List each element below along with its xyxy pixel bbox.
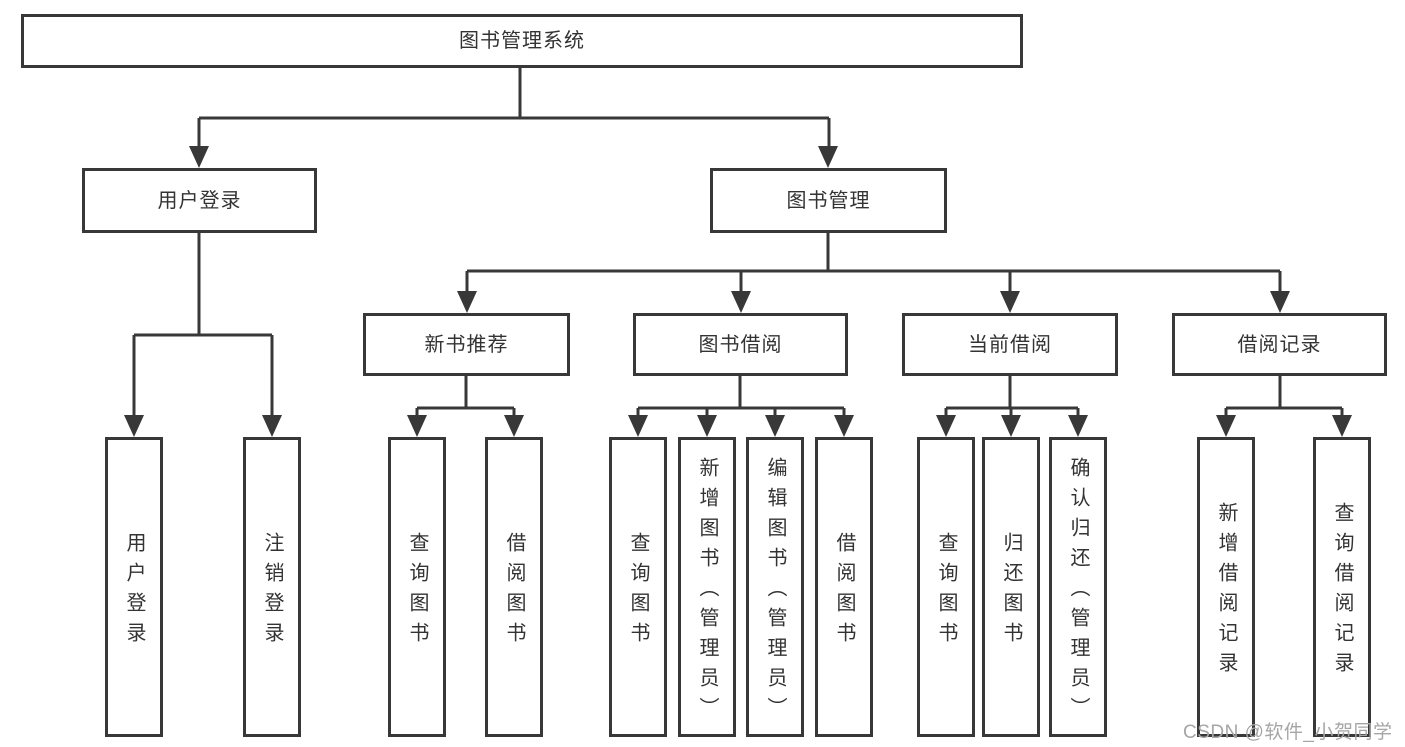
leaf-query-borrow-record-label: 查询借阅记录 — [1331, 502, 1353, 682]
leaf-add-books-admin: 新增图书（管理员） — [678, 437, 736, 737]
leaf-query-books-recommend: 查询图书 — [388, 437, 446, 737]
leaf-query-books-recommend-label: 查询图书 — [406, 532, 428, 652]
leaf-query-books-borrow: 查询图书 — [609, 437, 667, 737]
node-borrow-records: 借阅记录 — [1172, 313, 1387, 376]
leaf-edit-books-admin: 编辑图书（管理员） — [746, 437, 804, 737]
node-new-book-recommend-label: 新书推荐 — [424, 333, 509, 356]
leaf-query-books-current-label: 查询图书 — [935, 532, 957, 652]
node-root-label: 图书管理系统 — [459, 30, 585, 52]
leaf-confirm-return-admin-label: 确认归还（管理员） — [1067, 457, 1089, 727]
leaf-query-borrow-record: 查询借阅记录 — [1313, 437, 1371, 737]
watermark: CSDN @软件_小贺同学 — [1183, 722, 1393, 743]
node-book-management: 图书管理 — [710, 168, 947, 233]
node-book-borrow: 图书借阅 — [633, 313, 848, 376]
node-root: 图书管理系统 — [21, 14, 1023, 68]
leaf-add-books-admin-label: 新增图书（管理员） — [696, 457, 718, 727]
leaf-add-borrow-record: 新增借阅记录 — [1197, 437, 1255, 737]
leaf-query-books-current: 查询图书 — [917, 437, 975, 737]
leaf-query-books-borrow-label: 查询图书 — [627, 532, 649, 652]
leaf-borrow-books-recommend-label: 借阅图书 — [503, 532, 525, 652]
leaf-logout-label: 注销登录 — [261, 532, 283, 652]
leaf-user-login-label: 用户登录 — [123, 532, 145, 652]
leaf-add-borrow-record-label: 新增借阅记录 — [1215, 502, 1237, 682]
leaf-logout: 注销登录 — [243, 437, 301, 737]
leaf-edit-books-admin-label: 编辑图书（管理员） — [764, 457, 786, 727]
leaf-confirm-return-admin: 确认归还（管理员） — [1049, 437, 1107, 737]
leaf-return-books: 归还图书 — [982, 437, 1040, 737]
node-book-management-label: 图书管理 — [786, 189, 871, 212]
leaf-borrow-books-label: 借阅图书 — [833, 532, 855, 652]
node-user-login: 用户登录 — [82, 168, 317, 233]
leaf-return-books-label: 归还图书 — [1000, 532, 1022, 652]
node-new-book-recommend: 新书推荐 — [363, 313, 570, 376]
node-user-login-label: 用户登录 — [157, 189, 242, 212]
leaf-user-login: 用户登录 — [105, 437, 163, 737]
node-current-borrow: 当前借阅 — [902, 313, 1118, 376]
connector-segments — [132, 68, 1344, 421]
leaf-borrow-books-recommend: 借阅图书 — [485, 437, 543, 737]
leaf-borrow-books: 借阅图书 — [815, 437, 873, 737]
node-current-borrow-label: 当前借阅 — [968, 333, 1052, 356]
node-book-borrow-label: 图书借阅 — [698, 333, 783, 356]
node-borrow-records-label: 借阅记录 — [1237, 333, 1322, 356]
arrowheads — [124, 146, 1352, 437]
